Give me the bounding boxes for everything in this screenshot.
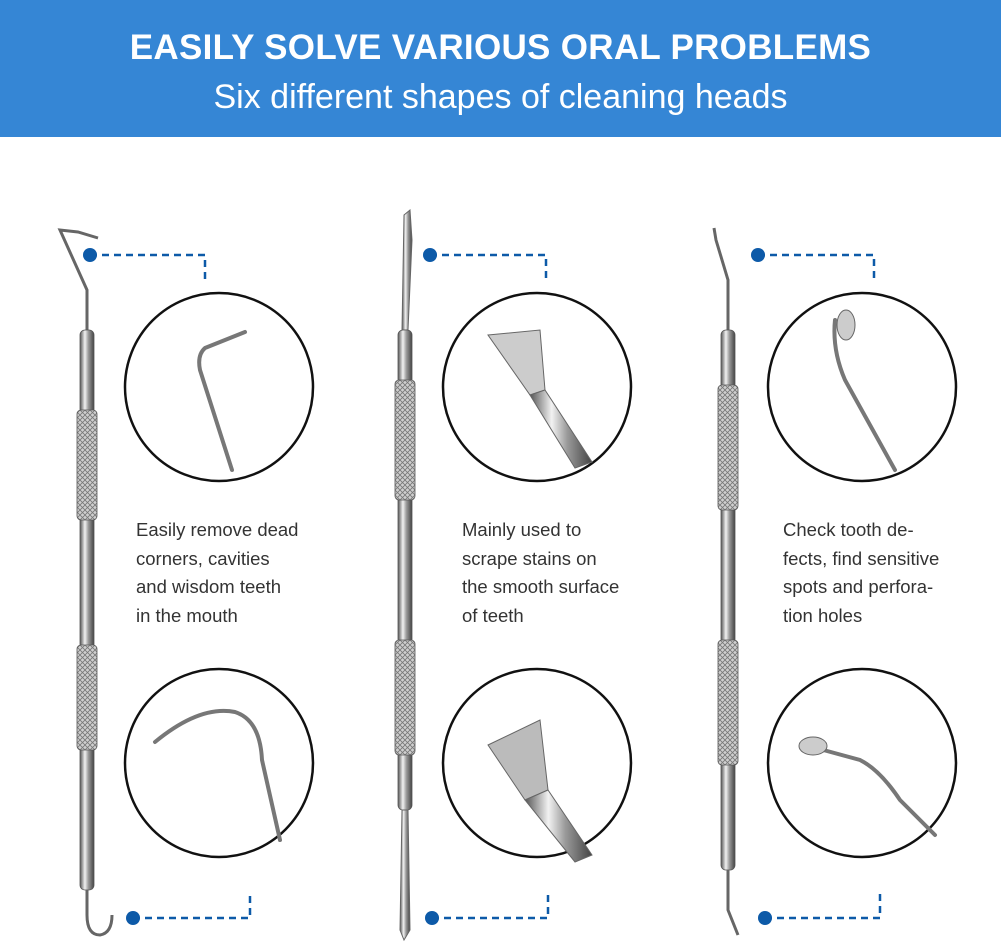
tool-1-explorer-hook bbox=[57, 228, 114, 937]
header-banner: EASILY SOLVE VARIOUS ORAL PROBLEMS Six d… bbox=[0, 0, 1001, 137]
desc-line: fects, find sensitive bbox=[783, 547, 940, 569]
desc-line: corners, cavities bbox=[136, 547, 270, 569]
detail-blades bbox=[487, 309, 856, 863]
tool-1-description: Easily remove dead corners, cavities and… bbox=[136, 516, 298, 630]
callout-dots bbox=[83, 248, 772, 925]
desc-line: tion holes bbox=[783, 604, 863, 626]
desc-line: spots and perfora- bbox=[783, 576, 934, 597]
desc-line: and wisdom teeth bbox=[136, 576, 282, 597]
tool-2-description: Mainly used to scrape stains on the smoo… bbox=[462, 516, 619, 630]
dashed-connectors bbox=[90, 253, 882, 920]
desc-line: Easily remove dead bbox=[136, 519, 299, 540]
banner-title: EASILY SOLVE VARIOUS ORAL PROBLEMS bbox=[129, 28, 872, 67]
tool-3-spoon-probe bbox=[712, 227, 740, 936]
desc-line: scrape stains on bbox=[462, 547, 597, 569]
tool-2-scaler bbox=[394, 208, 416, 942]
desc-line: Mainly used to bbox=[462, 519, 582, 540]
desc-line: the smooth surface bbox=[462, 576, 620, 597]
tool-3-description: Check tooth de- fects, find sensitive sp… bbox=[783, 516, 939, 630]
desc-line: of teeth bbox=[462, 604, 524, 626]
desc-line: in the mouth bbox=[136, 604, 238, 626]
desc-line: Check tooth de- bbox=[783, 519, 914, 540]
detail-heads bbox=[153, 318, 937, 842]
banner-subtitle: Six different shapes of cleaning heads bbox=[213, 78, 788, 116]
